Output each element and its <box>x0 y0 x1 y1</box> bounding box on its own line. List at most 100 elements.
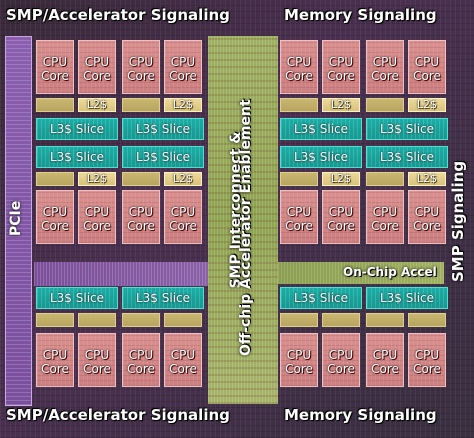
cpu-core-label: Core <box>327 69 355 83</box>
signal-label-right: SMP Signaling <box>449 160 467 282</box>
cpu-core-label: CPU <box>170 55 196 69</box>
cpu-core-label: Core <box>327 362 355 376</box>
l2-cache-block <box>280 172 318 186</box>
cpu-core-label: Core <box>41 69 69 83</box>
l2-cache: L2$ <box>408 172 446 186</box>
cpu-core-label: CPU <box>84 348 110 362</box>
l3-cache-slice: L3$ Slice <box>280 146 362 168</box>
signal-label-bottom-left: SMP/Accelerator Signaling <box>6 406 230 424</box>
cpu-core-label: CPU <box>84 55 110 69</box>
pcie-label: PCIe <box>8 200 24 236</box>
cpu-core-label: CPU <box>286 205 312 219</box>
cpu-core-label: Core <box>127 219 155 233</box>
cpu-core-label: Core <box>83 219 111 233</box>
l2-cache-block <box>36 98 74 112</box>
l2-cache: L2$ <box>408 98 446 112</box>
cpu-core-label: CPU <box>128 205 154 219</box>
cpu-core-label: CPU <box>128 55 154 69</box>
cpu-core-label: CPU <box>286 348 312 362</box>
l2-cache-block <box>78 313 116 327</box>
l2-cache: L2$ <box>164 172 202 186</box>
left-accel-area <box>34 262 210 286</box>
cpu-core-label: Core <box>285 362 313 376</box>
l3-cache-slice: L3$ Slice <box>36 287 118 309</box>
l2-cache-block <box>122 172 160 186</box>
cpu-core-label: Core <box>41 219 69 233</box>
cpu-core-label: CPU <box>42 205 68 219</box>
l2-cache-block <box>366 98 404 112</box>
cpu-core-label: Core <box>371 219 399 233</box>
l2-cache-block <box>408 313 446 327</box>
cpu-core-label: Core <box>371 362 399 376</box>
cpu-core-label: Core <box>127 69 155 83</box>
cpu-core-label: CPU <box>84 205 110 219</box>
cpu-core-label: CPU <box>328 55 354 69</box>
cpu-core-label: Core <box>285 69 313 83</box>
l3-cache-slice: L3$ Slice <box>122 118 204 140</box>
cpu-core-label: CPU <box>328 348 354 362</box>
l2-cache: L2$ <box>322 172 360 186</box>
cpu-core-label: CPU <box>372 205 398 219</box>
cpu-core-label: CPU <box>372 55 398 69</box>
l3-cache-slice: L3$ Slice <box>280 287 362 309</box>
l2-cache: L2$ <box>322 98 360 112</box>
cpu-core-label: Core <box>285 219 313 233</box>
l2-cache-block <box>164 313 202 327</box>
l2-cache-block <box>36 172 74 186</box>
cpu-core-label: CPU <box>414 348 440 362</box>
cpu-core-label: CPU <box>42 348 68 362</box>
cpu-core-label: Core <box>127 362 155 376</box>
cpu-core-label: Core <box>41 362 69 376</box>
cpu-core-label: CPU <box>128 348 154 362</box>
l3-cache-slice: L3$ Slice <box>366 146 448 168</box>
cpu-core-label: CPU <box>372 348 398 362</box>
l3-cache-slice: L3$ Slice <box>36 146 118 168</box>
cpu-core-label: Core <box>371 69 399 83</box>
l3-cache-slice: L3$ Slice <box>366 287 448 309</box>
smp-interconnect-block <box>208 36 278 404</box>
on-chip-accel-label: On-Chip Accel <box>343 265 437 279</box>
signal-label-top-left: SMP/Accelerator Signaling <box>6 6 230 24</box>
cpu-core-label: Core <box>169 69 197 83</box>
l2-cache: L2$ <box>78 172 116 186</box>
l2-cache: L2$ <box>164 98 202 112</box>
cpu-core-label: CPU <box>170 348 196 362</box>
l2-cache-block <box>366 313 404 327</box>
l3-cache-slice: L3$ Slice <box>280 118 362 140</box>
l2-cache-block <box>366 172 404 186</box>
l2-cache-block <box>280 98 318 112</box>
cpu-core-label: CPU <box>414 205 440 219</box>
signal-label-bottom-right: Memory Signaling <box>284 406 437 424</box>
cpu-core-label: Core <box>413 69 441 83</box>
l2-cache-block <box>122 313 160 327</box>
cpu-core-label: Core <box>169 362 197 376</box>
l3-cache-slice: L3$ Slice <box>122 146 204 168</box>
pcie-block <box>5 36 32 406</box>
l3-cache-slice: L3$ Slice <box>122 287 204 309</box>
l2-cache-block <box>122 98 160 112</box>
cpu-core-label: Core <box>169 219 197 233</box>
cpu-core-label: Core <box>83 69 111 83</box>
cpu-core-label: CPU <box>170 205 196 219</box>
